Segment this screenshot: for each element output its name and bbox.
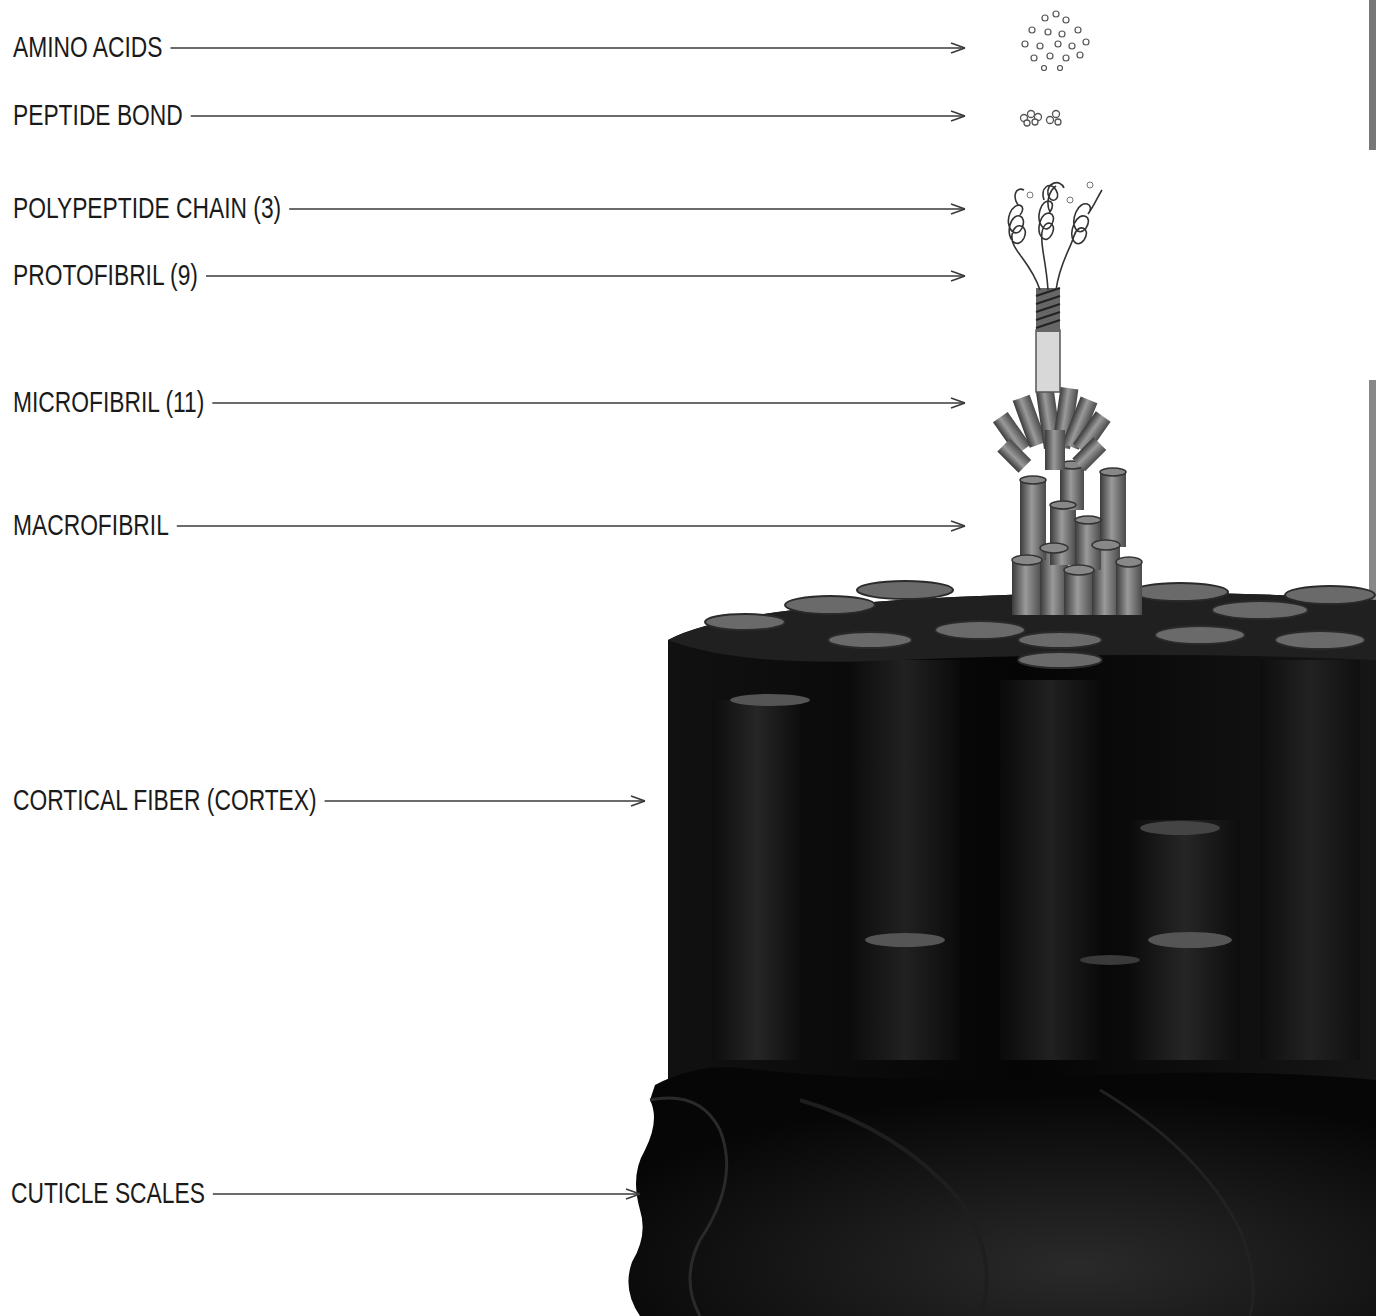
leader-line	[325, 800, 645, 802]
arrow-head	[951, 271, 965, 276]
arrow-head	[951, 276, 965, 281]
arrow-head	[631, 801, 645, 806]
part-label: PROTOFIBRIL (9)	[13, 259, 198, 291]
leader-line	[170, 47, 965, 49]
leader-line	[289, 208, 965, 210]
arrow-head	[951, 398, 965, 403]
leader-line	[212, 402, 965, 404]
arrow-head	[951, 116, 965, 121]
arrow-head	[951, 521, 965, 526]
part-label: MICROFIBRIL (11)	[13, 386, 204, 418]
part-label: CUTICLE SCALES	[11, 1177, 205, 1209]
arrow-head	[951, 48, 965, 53]
part-label: POLYPEPTIDE CHAIN (3)	[13, 192, 281, 224]
arrow-head	[951, 526, 965, 531]
leader-line	[206, 275, 965, 277]
arrow-head	[951, 111, 965, 116]
part-label: PEPTIDE BOND	[13, 99, 183, 131]
part-label: MACROFIBRIL	[13, 509, 169, 541]
leader-line	[191, 115, 965, 117]
leader-line	[213, 1193, 640, 1195]
arrow-head	[951, 403, 965, 408]
part-label: CORTICAL FIBER (CORTEX)	[13, 784, 317, 816]
arrow-head	[626, 1194, 640, 1199]
arrow-head	[951, 204, 965, 209]
part-label: AMINO ACIDS	[13, 31, 162, 63]
leader-line	[177, 525, 965, 527]
arrow-head	[951, 43, 965, 48]
arrow-head	[951, 209, 965, 214]
arrow-head	[626, 1189, 640, 1194]
arrow-head	[631, 796, 645, 801]
